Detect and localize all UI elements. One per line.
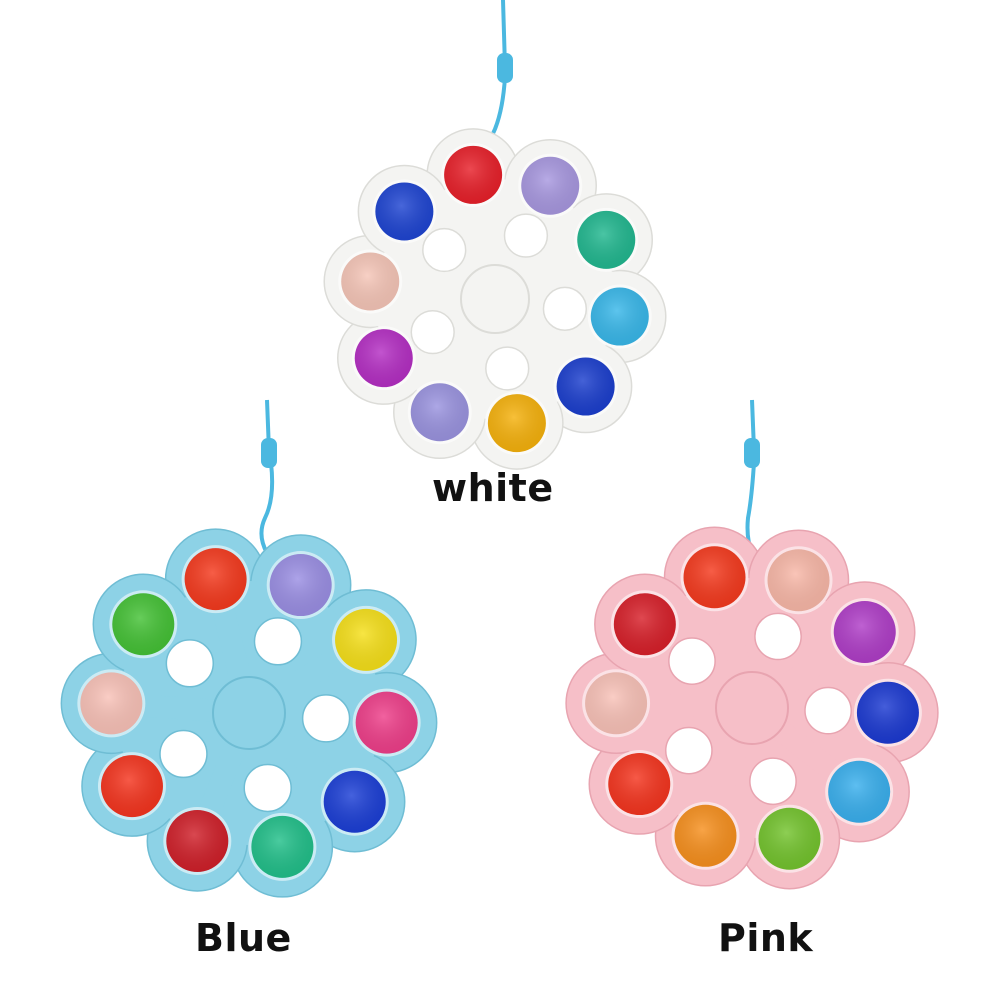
pop-bubble[interactable]	[372, 179, 437, 244]
spinner-cutout	[668, 637, 716, 685]
lanyard-clip	[497, 53, 513, 83]
pop-bubble-shade	[674, 804, 737, 867]
pop-bubble-shade	[354, 329, 413, 388]
pop-bubble[interactable]	[338, 249, 403, 314]
caption-white: white	[432, 466, 554, 510]
spinner-cutout	[749, 757, 797, 806]
pop-bubble-shade	[556, 357, 615, 416]
lanyard-cord	[745, 399, 756, 554]
lanyard-clip	[261, 438, 277, 468]
spinner-cutouts	[664, 612, 852, 806]
pop-bubbles	[338, 142, 652, 456]
caption-blue: Blue	[195, 916, 292, 960]
pop-bubble-shade	[166, 809, 229, 872]
pop-bubbles	[582, 543, 922, 873]
pop-bubble[interactable]	[266, 551, 335, 620]
pop-bubble[interactable]	[587, 284, 652, 349]
toy-pink	[565, 399, 939, 890]
lanyard-cord	[259, 399, 275, 554]
pop-bubble[interactable]	[553, 354, 618, 419]
pop-bubble-shade	[375, 182, 434, 241]
pop-bubble-shade	[251, 815, 314, 878]
pop-bubble-shade	[590, 287, 649, 346]
pop-bubble-shade	[100, 755, 163, 818]
pop-bubble[interactable]	[484, 391, 549, 456]
pop-bubble[interactable]	[332, 605, 401, 674]
pop-bubble[interactable]	[163, 806, 232, 875]
pop-bubble-shade	[856, 681, 919, 744]
pop-bubble[interactable]	[853, 678, 922, 747]
pop-bubble-shade	[608, 753, 671, 816]
pop-bubble-shade	[184, 548, 247, 611]
pop-bubble[interactable]	[605, 750, 674, 819]
spinner-cutout	[804, 686, 852, 735]
caption-pink: Pink	[718, 916, 814, 960]
spinner-cutout	[542, 286, 588, 331]
spinner-cutouts	[410, 213, 588, 391]
spinner-cutout	[422, 227, 467, 273]
pop-bubble-shade	[355, 691, 418, 754]
pop-bubble-shade	[80, 672, 143, 735]
spinner-cutout	[159, 729, 208, 779]
pop-bubble-shade	[112, 593, 175, 656]
pop-bubble[interactable]	[671, 801, 740, 870]
pop-bubble[interactable]	[825, 757, 894, 826]
spinner-center-hub	[715, 671, 789, 745]
pop-bubble[interactable]	[680, 543, 749, 612]
pop-bubble[interactable]	[830, 597, 899, 666]
spinner-cutout	[664, 726, 713, 775]
lanyard-clip	[744, 438, 760, 468]
pop-bubble-shade	[487, 394, 546, 453]
pop-bubble[interactable]	[248, 812, 317, 881]
pop-bubble-shade	[758, 807, 821, 870]
spinner-cutout	[503, 213, 549, 258]
toy-blue	[60, 399, 438, 898]
pop-bubble-shade	[577, 210, 636, 269]
pop-bubble[interactable]	[407, 380, 472, 445]
pop-bubble-shade	[613, 593, 676, 656]
spinner-cutout	[243, 763, 292, 813]
pop-bubble[interactable]	[109, 590, 178, 659]
pop-bubble-shade	[323, 770, 386, 833]
pop-bubble[interactable]	[441, 142, 506, 207]
spinner-cutout	[253, 617, 303, 666]
pop-bubble[interactable]	[574, 207, 639, 272]
pop-bubble[interactable]	[352, 688, 421, 757]
pop-bubble-shade	[444, 145, 503, 204]
pop-bubble[interactable]	[97, 752, 166, 821]
pop-bubble[interactable]	[351, 326, 416, 391]
pop-bubble-shade	[410, 383, 469, 442]
pop-bubble[interactable]	[582, 669, 651, 738]
pop-bubble[interactable]	[764, 546, 833, 615]
pop-bubble[interactable]	[518, 153, 583, 218]
pop-bubble-shade	[767, 549, 830, 612]
spinner-cutouts	[159, 617, 351, 813]
pop-bubble[interactable]	[755, 804, 824, 873]
spinner-center-hub	[460, 264, 530, 334]
pop-bubble[interactable]	[320, 767, 389, 836]
spinner-center-hub	[212, 676, 286, 750]
pop-bubble-shade	[335, 608, 398, 671]
spinner-cutout	[301, 694, 351, 743]
pop-bubble-shade	[683, 546, 746, 609]
pop-bubble[interactable]	[181, 545, 250, 614]
pop-bubble-shade	[833, 600, 896, 663]
spinner-cutout	[410, 309, 455, 355]
pop-bubble-shade	[521, 156, 580, 215]
pop-bubble-shade	[269, 554, 332, 617]
spinner-cutout	[754, 612, 802, 661]
pop-bubbles	[77, 545, 421, 881]
spinner-cutout	[485, 346, 530, 391]
pop-bubble-shade	[341, 252, 400, 311]
pop-bubble-shade	[828, 760, 891, 823]
spinner-cutout	[165, 639, 215, 688]
toy-white	[323, 0, 667, 470]
pop-bubble[interactable]	[610, 590, 679, 659]
pop-bubble[interactable]	[77, 669, 146, 738]
pop-bubble-shade	[585, 672, 648, 735]
